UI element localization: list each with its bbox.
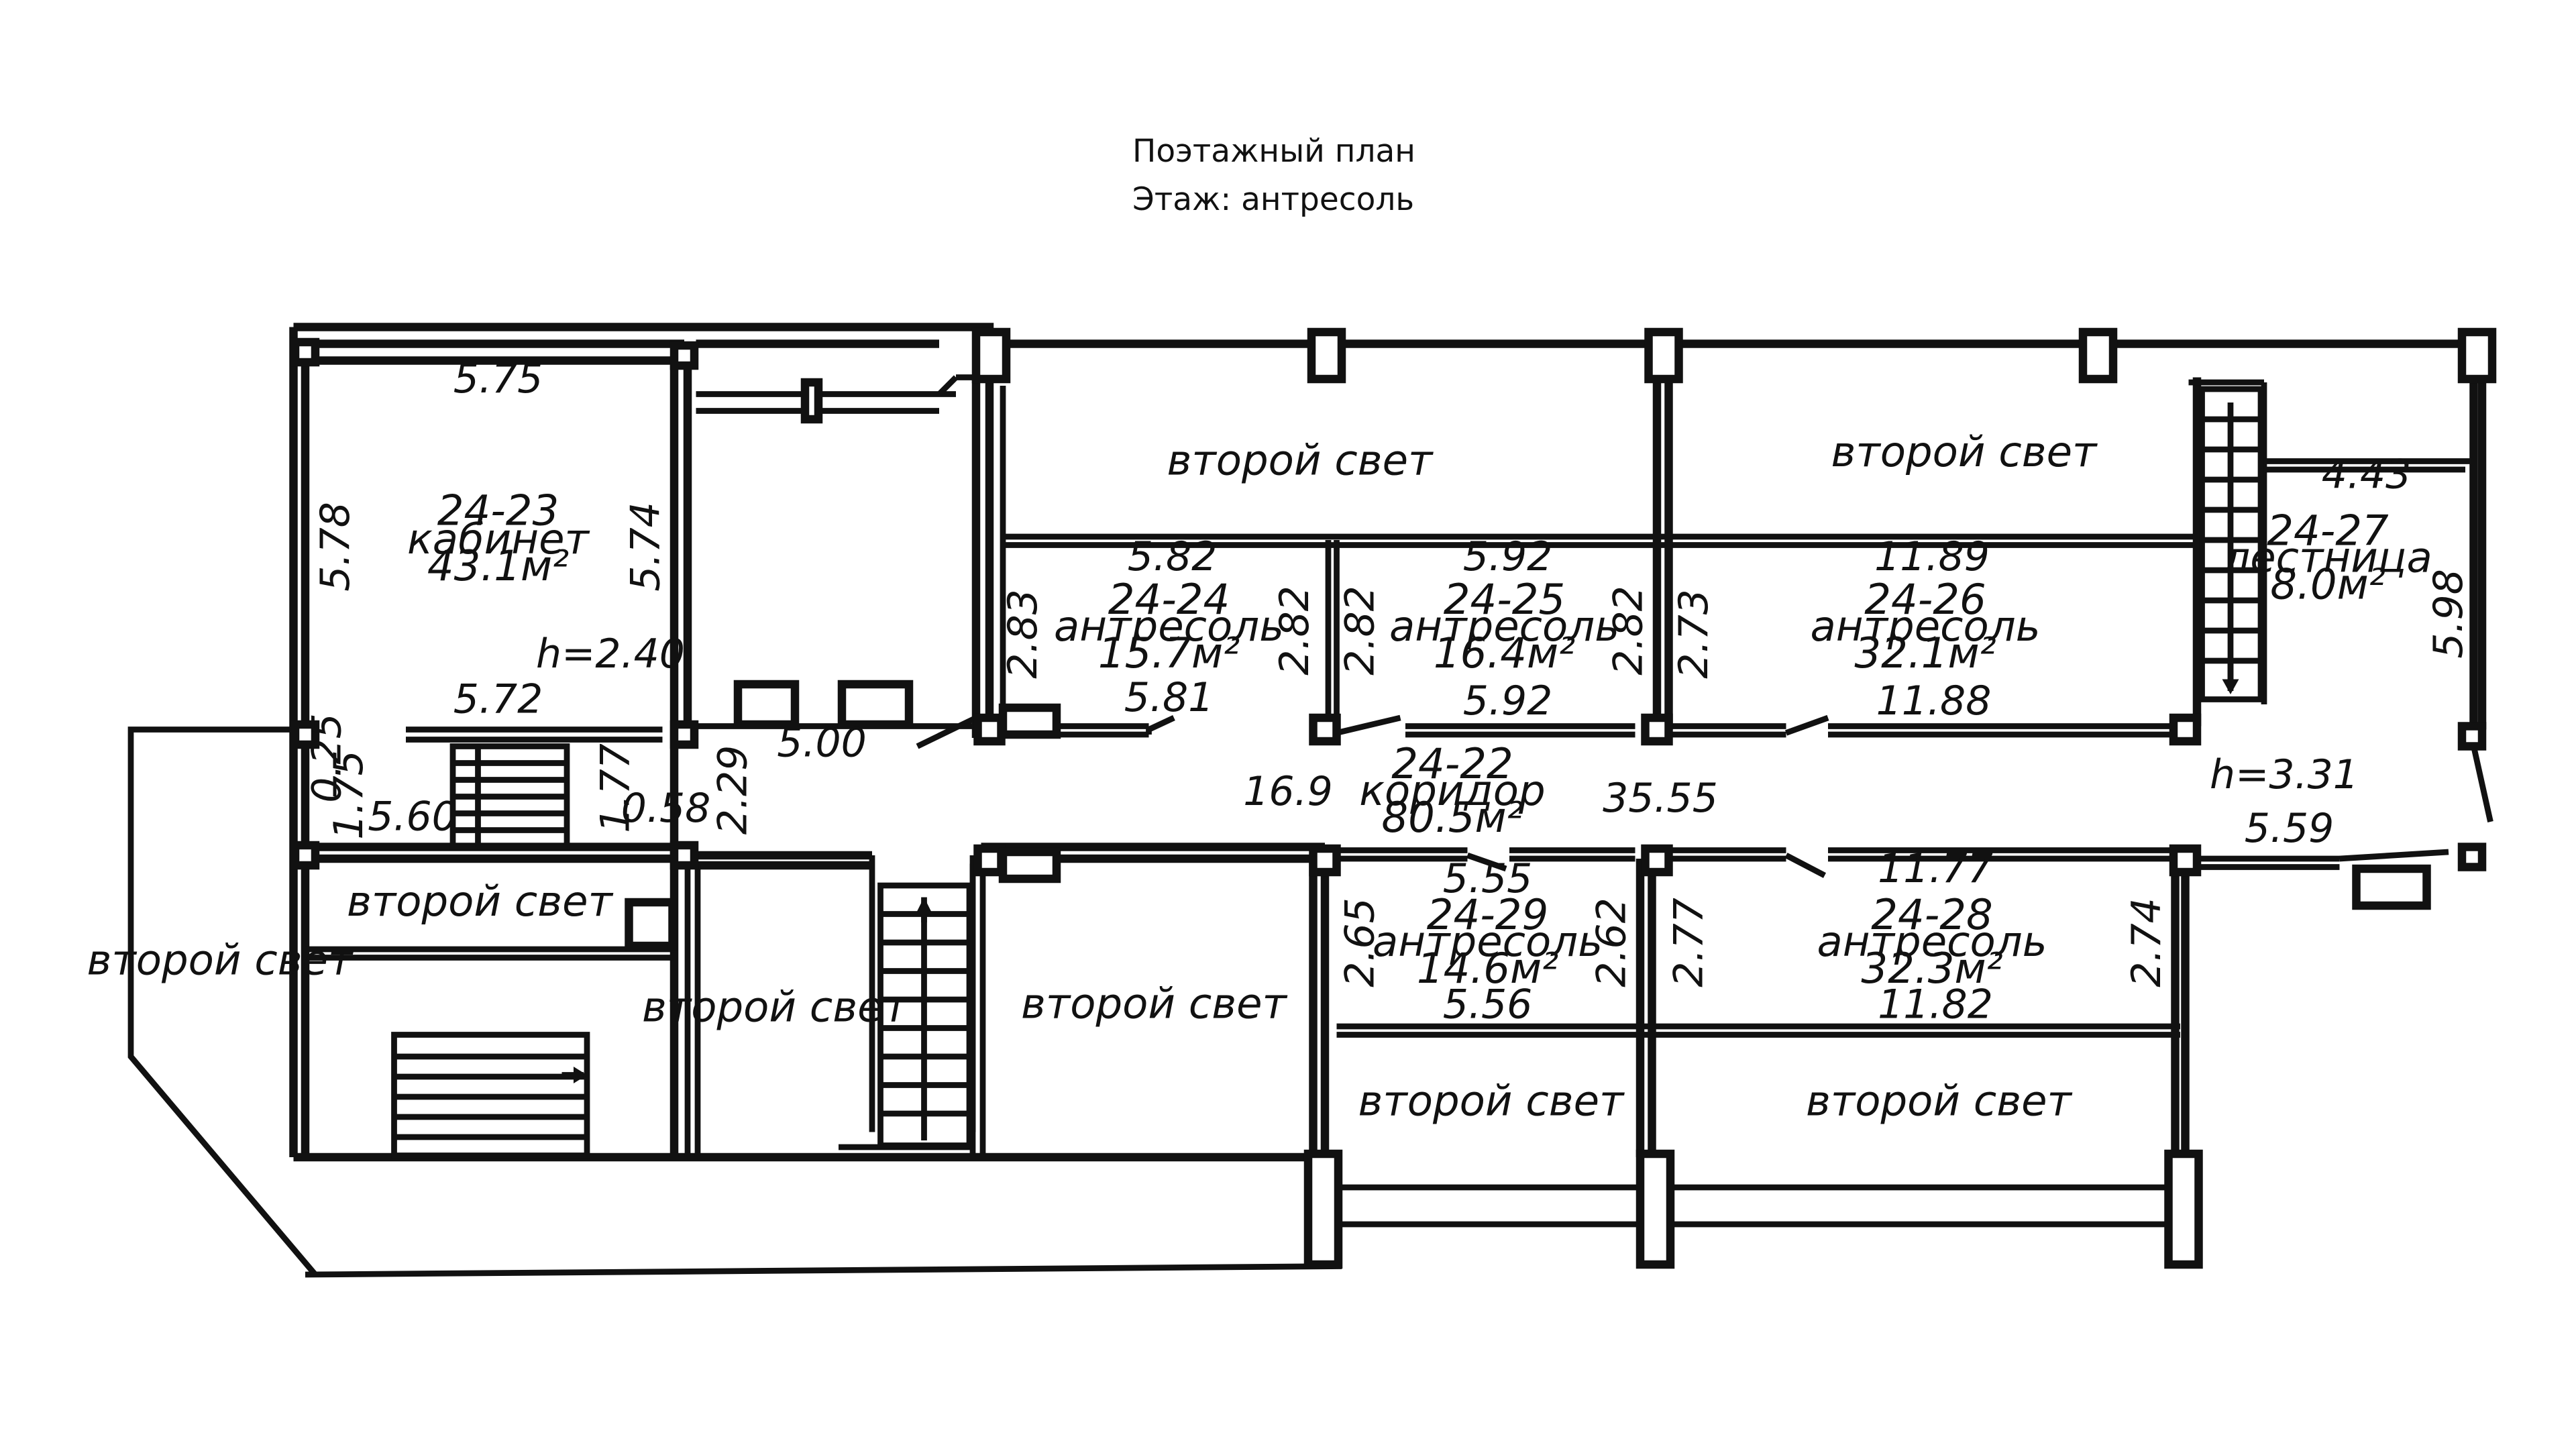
dimension: 2.65 — [1337, 898, 1384, 987]
dimension: 16.9 — [1243, 768, 1333, 815]
room-name: антресоль — [1373, 917, 1603, 966]
second-light-label: второй свет — [1167, 436, 1434, 485]
dimension: 2.82 — [1337, 586, 1384, 676]
dimension: 5.74 — [623, 502, 669, 592]
room-area: 14.6м² — [1417, 944, 1558, 993]
second-light-label: второй свет — [642, 983, 909, 1032]
room-name: коридор — [1359, 766, 1545, 815]
ceiling-height-cabinet: h=2.40 — [536, 631, 685, 678]
room-24-25-label: 24-25 антресоль 16.4м² — [1389, 575, 1619, 678]
room-area: 15.7м² — [1098, 629, 1240, 678]
second-light-label: второй свет — [87, 936, 354, 985]
dimension: 5.72 — [453, 676, 543, 723]
dimension: 2.73 — [1670, 589, 1717, 679]
dimension: 11.89 — [1874, 533, 1990, 580]
room-24-23-label: 24-23 кабинет 43.1м² — [407, 486, 590, 591]
dimension: 5.82 — [1128, 533, 1218, 580]
dimension: 0.25 — [304, 713, 351, 803]
dimension: 11.77 — [1878, 845, 1993, 892]
dimension: 0.58 — [621, 785, 711, 832]
dimension: 11.82 — [1878, 981, 1993, 1028]
dimension: 2.77 — [1666, 898, 1713, 987]
dimension: 5.60 — [368, 794, 458, 841]
room-area: 80.5м² — [1381, 793, 1523, 842]
dimension: 2.29 — [710, 745, 757, 835]
room-name: антресоль — [1810, 602, 2040, 651]
room-24-26-label: 24-26 антресоль 32.1м² — [1810, 575, 2040, 678]
second-light-label: второй свет — [347, 877, 614, 926]
dimension: 4.43 — [2322, 451, 2412, 498]
second-light-label: второй свет — [1021, 979, 1288, 1028]
room-24-28-label: 24-28 антресоль 32.3м² — [1817, 890, 2047, 993]
room-number: 24-29 — [1427, 890, 1549, 939]
room-number: 24-28 — [1871, 890, 1993, 939]
room-area: 16.4м² — [1434, 629, 1575, 678]
room-name: лестница — [2222, 533, 2432, 582]
room-name: кабинет — [407, 515, 590, 564]
stairs — [391, 386, 2264, 1159]
room-24-27-label: 24-27 лестница 8.0м² — [2222, 506, 2432, 609]
room-area: 43.1м² — [427, 541, 569, 590]
dimension: 5.55 — [1443, 855, 1533, 902]
second-light-label: второй свет — [1806, 1077, 2073, 1126]
dimension: 5.92 — [1463, 678, 1553, 724]
dimension: 5.56 — [1443, 981, 1533, 1028]
dimension: 5.92 — [1463, 533, 1553, 580]
dimension: 2.74 — [2123, 898, 2170, 987]
dimension: 1.75 — [325, 750, 372, 840]
room-number: 24-24 — [1108, 575, 1230, 624]
dimension: 5.98 — [2425, 569, 2472, 659]
dimension: 5.00 — [777, 720, 867, 767]
second-light-labels: второй свет второй свет второй свет втор… — [87, 427, 2098, 1126]
room-24-24-label: 24-24 антресоль 15.7м² — [1054, 575, 1284, 678]
dimension: 35.55 — [1603, 775, 1718, 822]
room-number: 24-25 — [1444, 575, 1566, 624]
arrows — [561, 662, 2239, 1083]
dimension: 2.82 — [1605, 586, 1652, 676]
dimension: 1.77 — [592, 743, 639, 833]
second-light-label: второй свет — [1358, 1077, 1625, 1126]
room-name: антресоль — [1389, 602, 1619, 651]
floor-title-line: Этаж: антресоль — [1132, 181, 1415, 218]
second-light-label: второй свет — [1831, 427, 2098, 476]
plan-title: Поэтажный план Этаж: антресоль — [1132, 127, 1736, 224]
room-area: 8.0м² — [2270, 560, 2385, 609]
room-number: 24-26 — [1864, 575, 1986, 624]
plan-title-line: Поэтажный план — [1132, 133, 1416, 170]
dimension: 2.82 — [1271, 586, 1318, 676]
dimension-labels: 5.75 5.72 5.60 0.58 5.00 5.82 5.81 5.92 … — [368, 356, 2411, 1028]
dimension: 2.83 — [1000, 589, 1046, 679]
dimension: 2.62 — [1589, 898, 1635, 987]
dimension: 5.78 — [312, 502, 359, 592]
room-area: 32.3м² — [1861, 944, 2002, 993]
room-number: 24-22 — [1391, 739, 1513, 788]
room-number: 24-23 — [437, 486, 559, 535]
vertical-dimension-labels: 5.78 5.74 0.25 1.75 1.77 2.29 2.83 2.82 … — [304, 502, 2473, 987]
dimension: 5.75 — [453, 356, 543, 402]
room-24-22-label: 24-22 коридор 80.5м² — [1359, 739, 1545, 842]
ceiling-height-corridor: h=3.31 — [2210, 751, 2359, 798]
room-area: 32.1м² — [1854, 629, 1996, 678]
room-number: 24-27 — [2267, 506, 2389, 555]
dimension: 5.81 — [1124, 674, 1214, 721]
room-name: антресоль — [1817, 917, 2047, 966]
dimension: 11.88 — [1876, 678, 1992, 724]
room-name: антресоль — [1054, 602, 1284, 651]
room-24-29-label: 24-29 антресоль 14.6м² — [1373, 890, 1603, 993]
columns — [290, 327, 2497, 1269]
dimension: 5.59 — [2245, 805, 2334, 852]
walls — [127, 323, 2495, 1278]
